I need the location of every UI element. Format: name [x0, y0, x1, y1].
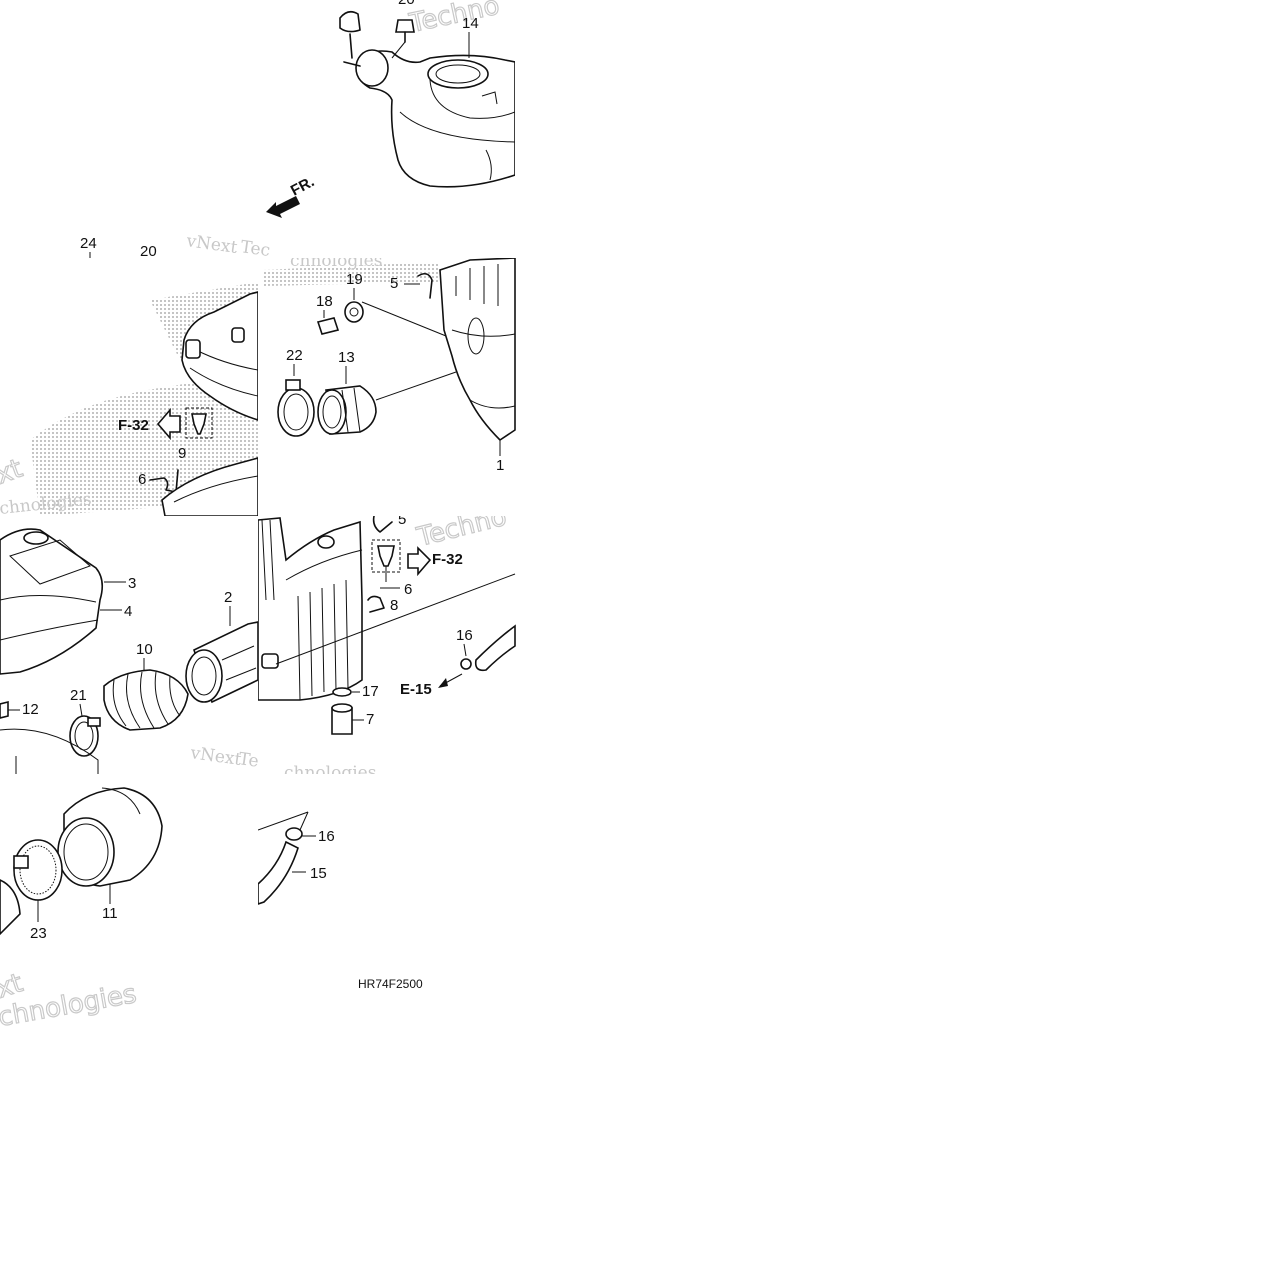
ref-arrow-right-icon [407, 546, 432, 577]
hose-15-upper [474, 624, 516, 672]
watermark-text: chnologies [290, 251, 382, 271]
callout-5-right: 5 [398, 511, 406, 528]
duct-mouth [427, 59, 489, 89]
callout-2: 2 [224, 589, 232, 606]
bolt-part-upper [395, 19, 415, 33]
hose-clip-5-mid [417, 272, 433, 299]
ref-e15: E-15 [400, 681, 432, 698]
callout-10: 10 [136, 641, 153, 658]
callout-23: 23 [30, 925, 47, 942]
callout-21: 21 [70, 687, 87, 704]
clamp-16-lower [285, 827, 303, 841]
callout-24: 24 [80, 235, 97, 252]
callout-16-mid: 16 [456, 627, 473, 644]
front-arrow-icon [266, 196, 300, 218]
callout-1: 1 [496, 457, 504, 474]
breather-hose-15 [258, 840, 299, 905]
callout-17: 17 [362, 683, 379, 700]
callout-14: 14 [462, 15, 479, 32]
airbox-upper-housing [181, 291, 258, 421]
ref-f32-left: F-32 [118, 417, 149, 434]
watermark-text: vNext [188, 743, 242, 770]
callout-19: 19 [346, 271, 363, 288]
push-rivet-9 [191, 413, 207, 435]
tile-breather-hose: 16 15 HR74F2500 [258, 811, 423, 991]
tile-airbox-top: F-32 9 6 xt chnologies [0, 282, 258, 516]
clip-part-upper [339, 10, 361, 33]
callout-4: 4 [124, 603, 132, 620]
watermark-text: xt [0, 454, 26, 491]
watermark-text: Techno [413, 502, 509, 553]
callout-5-mid: 5 [390, 275, 398, 292]
push-rivet-right [377, 545, 395, 567]
tile-air-cleaner-case: 3 4 2 10 21 12 vNext Tec [0, 528, 269, 774]
callout-18: 18 [316, 293, 333, 310]
hose-clamp-22 [277, 387, 315, 437]
callout-16-lower: 16 [318, 828, 335, 845]
watermark-text: chnologies [284, 763, 376, 783]
watermark-text: vNext [184, 231, 238, 258]
tile-case-drain: Techno 5 F-32 6 8 16 E-15 17 7 chnologie… [258, 502, 516, 783]
ref-arrow-left-icon [156, 407, 181, 441]
callout-20-top: 20 [398, 0, 415, 8]
clamp-16-mid [460, 658, 472, 670]
tile-connecting-tube: chnologies 5 19 18 22 13 1 [262, 251, 516, 474]
callout-11: 11 [102, 905, 118, 922]
clip-part-8 [367, 595, 385, 613]
front-marker: FR. [288, 173, 317, 199]
callout-15: 15 [310, 865, 327, 882]
watermark-text: Tec [237, 749, 269, 773]
callout-3: 3 [128, 575, 136, 592]
callout-8: 8 [390, 597, 398, 614]
callout-6-right: 6 [404, 581, 412, 598]
diagram-code: HR74F2500 [358, 977, 423, 991]
watermark-text: Tec [239, 237, 271, 261]
ref-f32-right: F-32 [432, 551, 463, 568]
clip-part-6-left [149, 469, 179, 493]
callout-20: 20 [140, 243, 157, 260]
grommet-19 [344, 301, 364, 323]
callout-13: 13 [338, 349, 355, 366]
o-ring-17 [332, 687, 352, 697]
callout-22: 22 [286, 347, 303, 364]
duct-end-cap [355, 49, 389, 87]
airbox-side-housing [439, 258, 516, 442]
intake-boot-10 [103, 669, 189, 731]
drain-part-12 [0, 700, 9, 719]
hose-clamp-23 [13, 839, 63, 901]
tile-outlet-tube: 11 23 xt chnologies [0, 787, 163, 1032]
callout-9: 9 [178, 445, 186, 462]
tile-intake-duct: Techno 20 14 FR. 24 20 vNext Tec [80, 0, 515, 261]
watermark-text: Techno [406, 0, 502, 39]
sensor-18 [316, 317, 340, 335]
callout-6-left: 6 [138, 471, 146, 488]
callout-12: 12 [22, 701, 39, 718]
air-cleaner-case-cover [0, 528, 104, 675]
callout-7: 7 [366, 711, 374, 728]
